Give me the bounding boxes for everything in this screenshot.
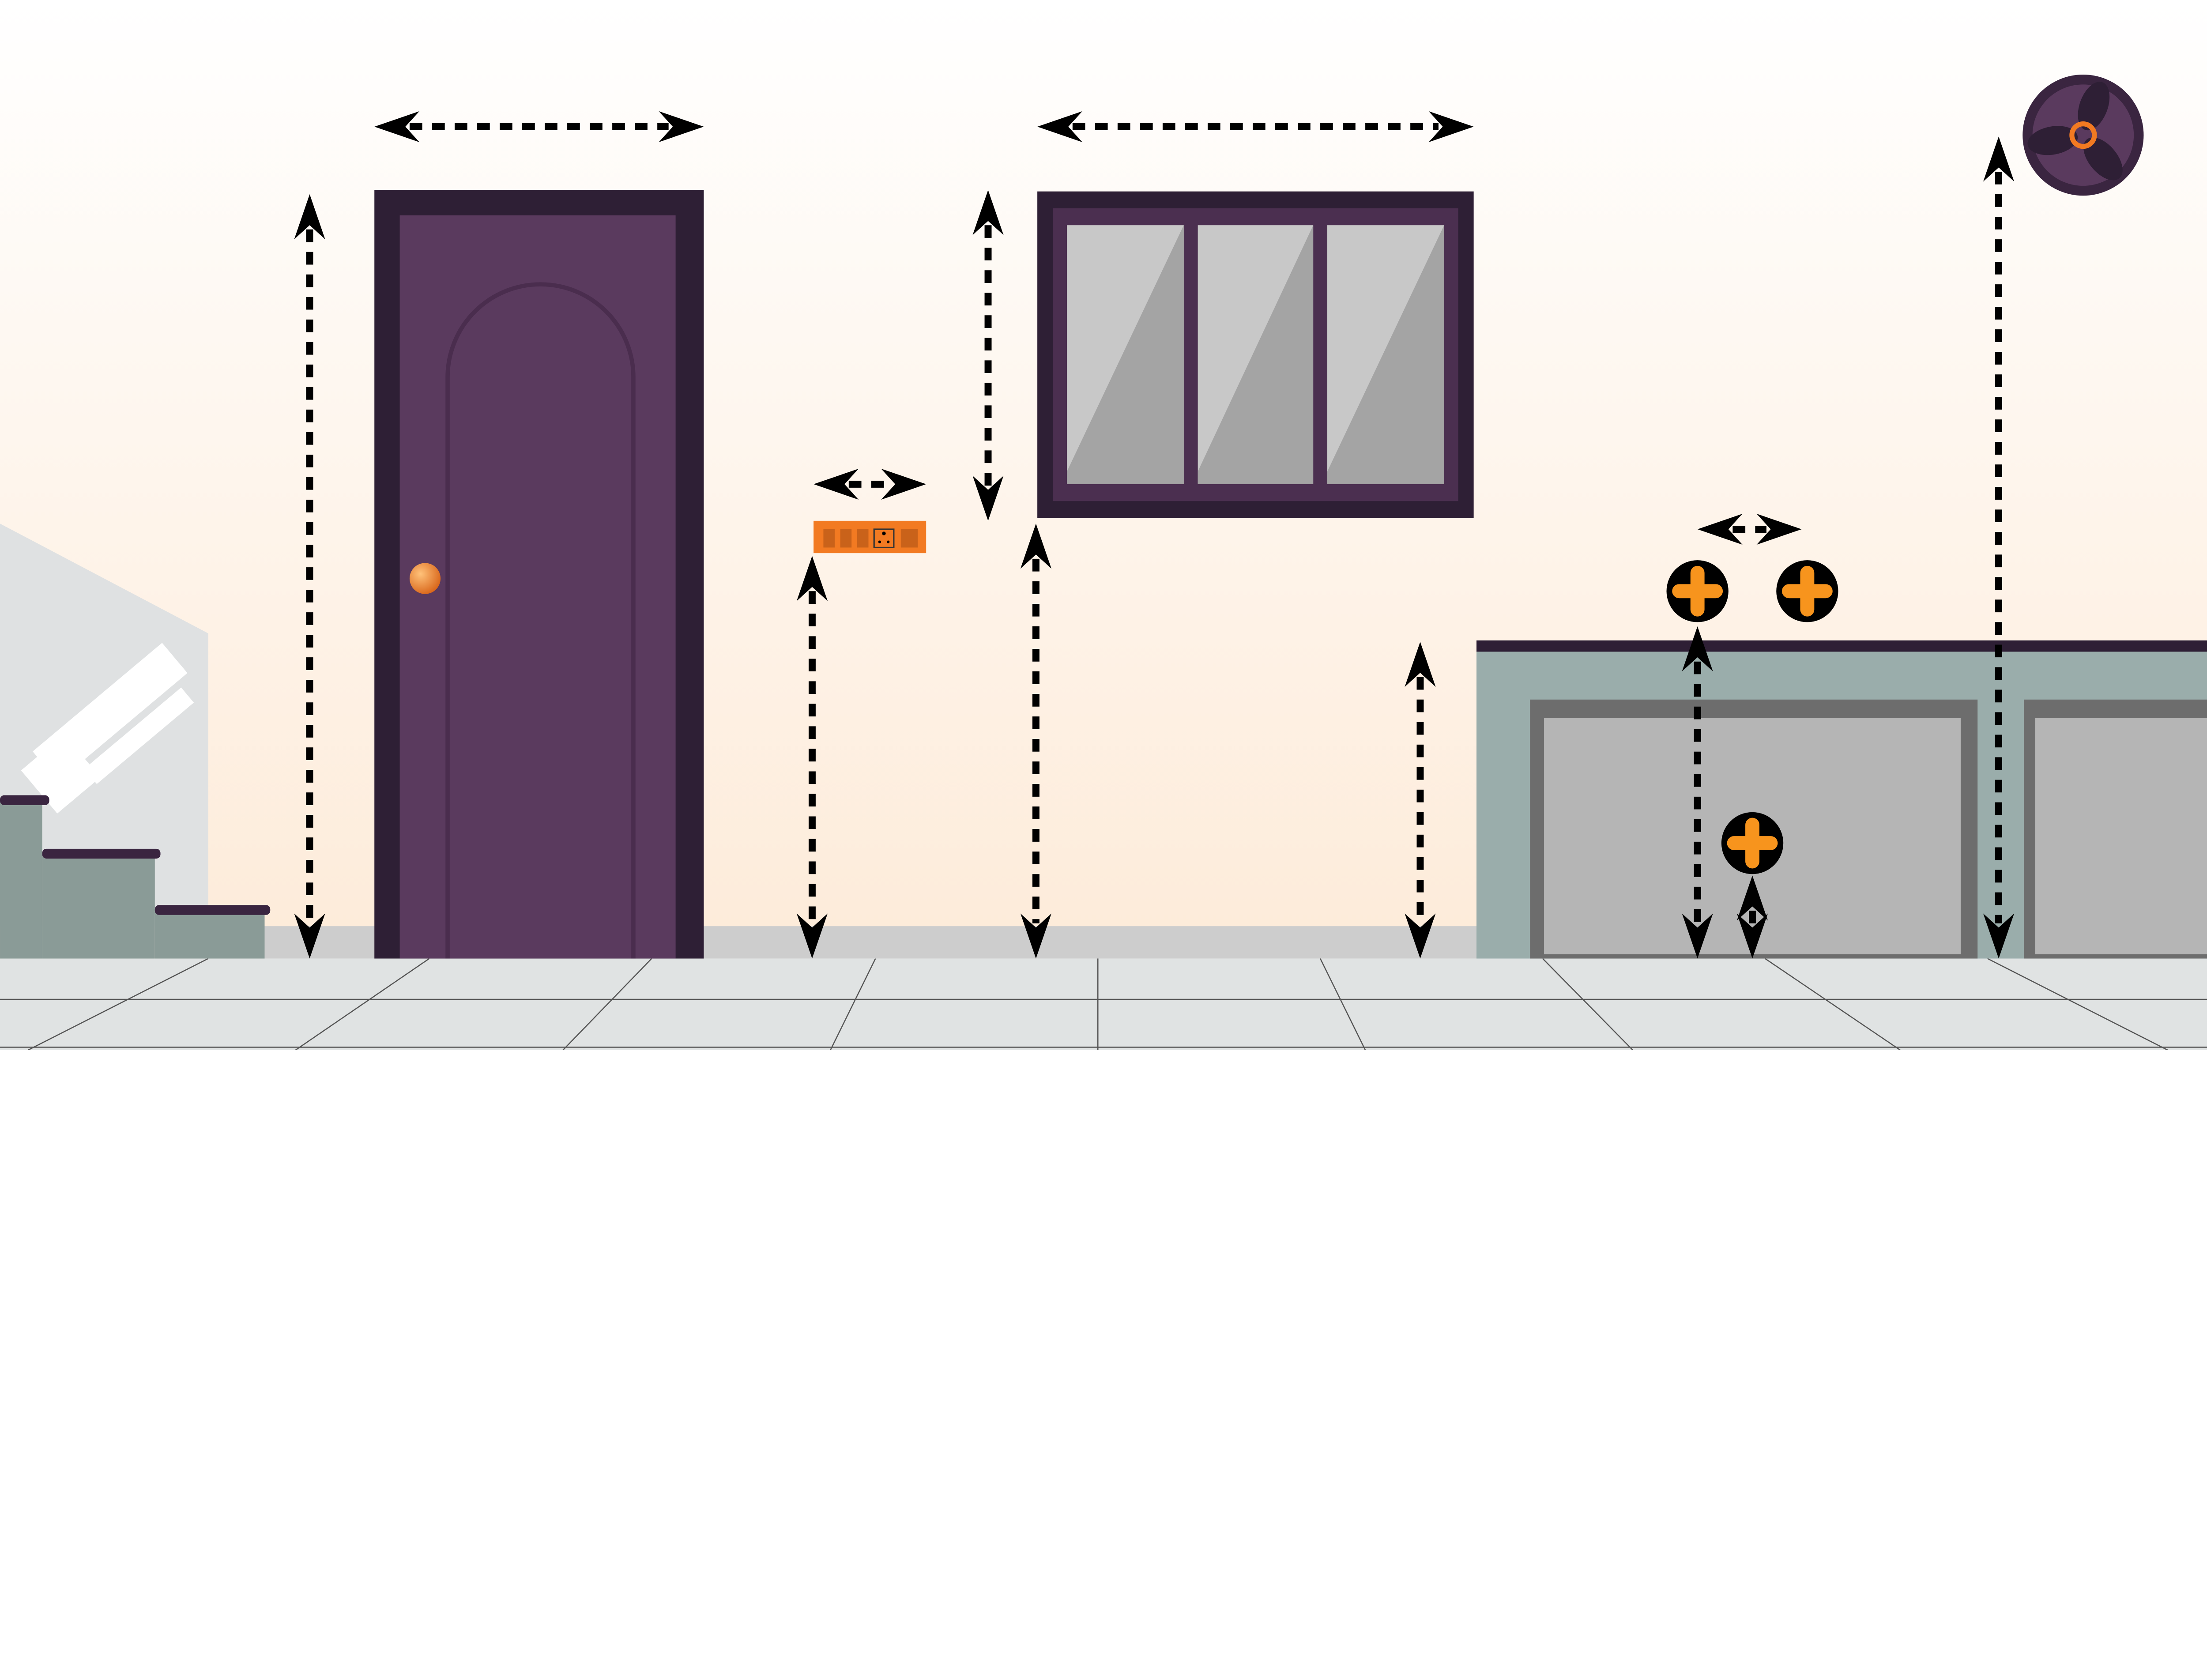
vertical-dimension-arrow xyxy=(1682,626,1713,959)
floor xyxy=(0,958,2207,1050)
door[interactable] xyxy=(374,190,704,959)
vertical-dimension-arrow xyxy=(1405,642,1436,959)
vertical-dimension-arrow xyxy=(972,190,1004,521)
arrowhead-icon xyxy=(881,468,926,500)
arrowhead-icon xyxy=(1405,913,1436,959)
vertical-dimension-arrow xyxy=(796,556,828,959)
arrowhead-icon xyxy=(1697,513,1743,545)
room-elevation-diagram xyxy=(0,0,2207,1050)
horizontal-dimension-arrow xyxy=(1037,111,1474,143)
vertical-dimension-arrow xyxy=(1736,875,1768,959)
arrowhead-icon xyxy=(1736,875,1768,921)
socket-board[interactable] xyxy=(814,520,926,554)
horizontal-dimension-arrow xyxy=(1697,513,1802,545)
vertical-dimension-arrow xyxy=(1983,136,2015,959)
arrowhead-icon xyxy=(1020,524,1052,569)
horizontal-dimension-arrow xyxy=(374,111,704,143)
window xyxy=(1037,191,1474,518)
arrowhead-icon xyxy=(1682,913,1713,959)
arrowhead-icon xyxy=(1756,513,1802,545)
arrowhead-icon xyxy=(796,913,828,959)
plug-point-icon[interactable] xyxy=(1721,812,1784,874)
arrowhead-icon xyxy=(1428,111,1474,143)
arrowhead-icon xyxy=(972,190,1004,235)
door-knob[interactable] xyxy=(409,563,441,594)
plug-points xyxy=(1666,560,1838,874)
dimension-arrows xyxy=(294,111,2015,959)
vertical-dimension-arrow xyxy=(294,194,325,959)
plug-point-icon[interactable] xyxy=(1776,560,1838,622)
arrowhead-icon xyxy=(972,475,1004,521)
socket-outlet[interactable] xyxy=(873,528,895,549)
arrowhead-icon xyxy=(294,913,325,959)
arrowhead-icon xyxy=(1682,626,1713,672)
stairs xyxy=(0,524,271,959)
arrowhead-icon xyxy=(1020,913,1052,959)
window-pane xyxy=(1067,225,1184,484)
horizontal-dimension-arrow xyxy=(814,468,926,500)
arrowhead-icon xyxy=(1405,642,1436,687)
arrowhead-icon xyxy=(659,111,704,143)
window-pane xyxy=(1327,225,1444,484)
arrowhead-icon xyxy=(1983,913,2015,959)
kitchen-cabinet xyxy=(1476,640,2207,959)
arrowhead-icon xyxy=(1983,136,2015,182)
arrowhead-icon xyxy=(796,556,828,601)
window-pane xyxy=(1198,225,1314,484)
arrowhead-icon xyxy=(294,194,325,240)
arrowhead-icon xyxy=(1037,111,1083,143)
arrowhead-icon xyxy=(814,468,859,500)
arrowhead-icon xyxy=(374,111,420,143)
arrowhead-icon xyxy=(1736,913,1768,959)
cabinet-door[interactable] xyxy=(2024,699,2207,959)
wall-fan-icon[interactable] xyxy=(2022,75,2144,196)
plug-point-icon[interactable] xyxy=(1666,560,1729,622)
vertical-dimension-arrow xyxy=(1020,524,1052,959)
